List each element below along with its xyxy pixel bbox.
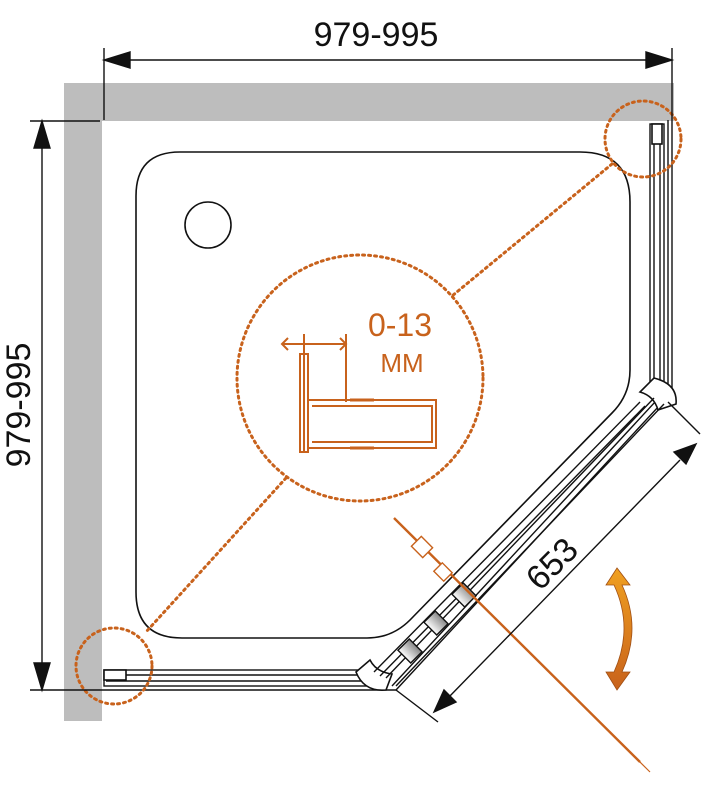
top-wall-bracket xyxy=(651,123,663,145)
left-corner-fitting xyxy=(355,658,394,691)
open-door-fitting-2 xyxy=(432,561,454,583)
diag-dim-arrow-bottom xyxy=(432,688,458,714)
drain-icon xyxy=(184,201,232,249)
door-handles xyxy=(396,581,478,665)
detail-bottom-left-circle xyxy=(74,626,154,706)
door-swing-arrow xyxy=(605,567,633,691)
detail-top-right-circle xyxy=(603,99,683,179)
detail-leader-bottom xyxy=(144,476,288,634)
top-dim-arrow-left xyxy=(101,51,131,69)
left-wall xyxy=(64,83,102,721)
door-opening xyxy=(393,517,651,773)
bottom-fixed-panel xyxy=(103,669,367,687)
adjustment-unit-label: ММ xyxy=(380,348,423,378)
right-fixed-panel xyxy=(649,123,665,387)
door-panel-1 xyxy=(379,405,646,677)
diag-dim-ext-top xyxy=(667,401,701,435)
top-dim-arrow-right xyxy=(645,51,675,69)
left-dim-arrow-bottom xyxy=(33,662,51,693)
door-rail-outer xyxy=(395,403,665,687)
handle-1 xyxy=(450,581,478,609)
door-swing-icon xyxy=(605,567,633,691)
diag-dim-arrow-top xyxy=(672,442,698,466)
open-door-fitting-1 xyxy=(410,535,434,559)
door-rail-inner xyxy=(385,397,655,679)
diag-dim-ext-bottom xyxy=(395,689,439,723)
corner-fittings xyxy=(103,123,677,691)
handle-2 xyxy=(422,609,450,637)
adjustment-value-label: 0-13 xyxy=(368,307,432,343)
door-panel-2 xyxy=(373,401,641,673)
left-dim-arrow-top xyxy=(33,118,51,149)
sliding-doors xyxy=(373,397,665,687)
back-wall xyxy=(64,83,674,121)
detail-leader-top xyxy=(450,162,614,298)
detail-callouts xyxy=(74,99,683,706)
shower-tray xyxy=(135,151,631,639)
diag-dim-line xyxy=(447,459,681,699)
detail-profile xyxy=(280,334,437,453)
walls xyxy=(64,83,674,721)
tray-outline xyxy=(135,151,631,639)
detail-main-circle xyxy=(235,253,485,503)
handle-3 xyxy=(396,637,424,665)
dimension-lines xyxy=(30,48,701,723)
left-depth-label: 979-995 xyxy=(0,343,38,468)
door-width-label: 653 xyxy=(519,531,586,598)
top-width-label: 979-995 xyxy=(314,16,439,54)
left-wall-bracket xyxy=(103,669,127,681)
